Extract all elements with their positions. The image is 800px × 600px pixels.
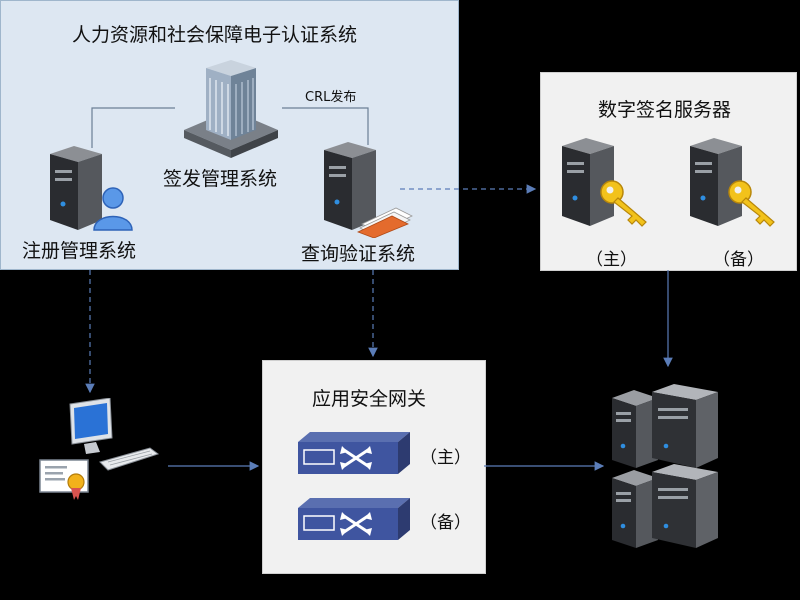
reg-to-issue-line — [91, 107, 175, 148]
gateway-backup-label: （备） — [420, 513, 471, 533]
cluster-server — [652, 464, 718, 548]
issue-to-query-line — [282, 107, 369, 145]
query-server-icon — [324, 142, 376, 230]
signature-primary-label: （主） — [586, 250, 637, 270]
gateway-title: 应用安全网关 — [312, 388, 427, 410]
gateway-switch-backup-icon — [298, 498, 410, 540]
signature-service-title: 数字签名服务器 — [598, 99, 732, 121]
cluster-server — [652, 384, 718, 468]
crl-publish-label: CRL发布 — [305, 90, 357, 105]
gateway-primary-label: （主） — [420, 448, 471, 468]
cluster-server — [612, 470, 658, 548]
issuance-system-label: 签发管理系统 — [163, 168, 278, 190]
certificate-icon — [39, 459, 89, 500]
office-building-icon — [184, 60, 278, 158]
cluster-server — [612, 390, 658, 468]
key-icon — [728, 180, 775, 227]
registration-system-label: 注册管理系统 — [22, 240, 137, 262]
client-computer-icon — [69, 398, 160, 471]
query-system-label: 查询验证系统 — [301, 243, 416, 265]
key-icon — [600, 180, 647, 227]
user-icon — [93, 187, 133, 231]
signature-backup-label: （备） — [713, 250, 764, 270]
ca-system-title: 人力资源和社会保障电子认证系统 — [72, 24, 358, 46]
application-server-cluster-icon — [612, 384, 718, 548]
registration-server-icon — [50, 146, 102, 230]
documents-icon — [356, 207, 413, 238]
gateway-switch-primary-icon — [298, 432, 410, 474]
